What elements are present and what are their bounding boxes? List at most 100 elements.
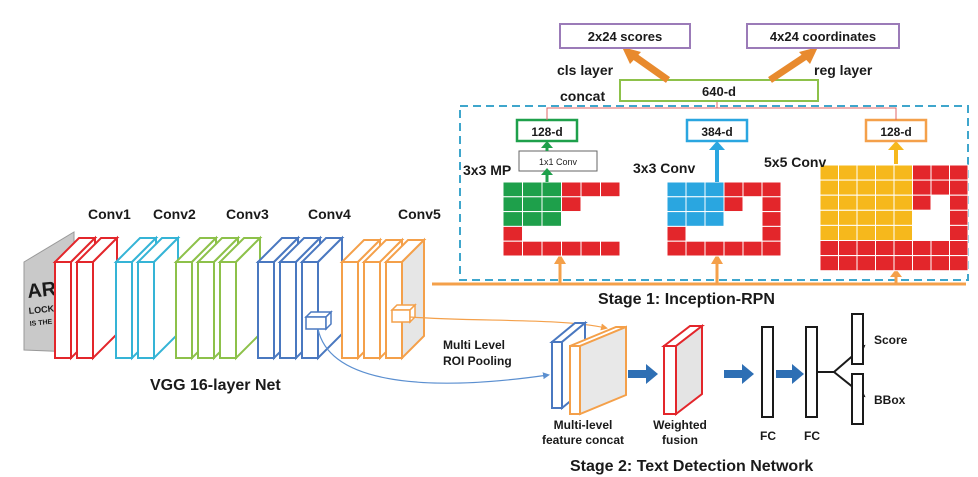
- grid-cell: [541, 211, 562, 227]
- grid-cell: [838, 179, 858, 196]
- score-layer: [851, 313, 864, 365]
- grid-cell: [949, 209, 969, 226]
- concat-label: concat: [560, 88, 605, 104]
- conv2-slab-b: [135, 235, 181, 361]
- grid-cell: [600, 196, 621, 213]
- scores-label: 2x24 scores: [588, 29, 662, 44]
- grid-cell: [856, 209, 876, 226]
- grid-cell: [742, 211, 763, 227]
- vgg-caption: VGG 16-layer Net: [150, 377, 281, 394]
- grid-cell: [561, 211, 582, 227]
- grid-cell: [838, 240, 858, 257]
- grid-cell: [819, 255, 839, 272]
- grid-cell: [893, 240, 913, 257]
- reg-layer-label: reg layer: [814, 62, 873, 78]
- conv2-label: Conv2: [153, 206, 196, 222]
- conv1x1-box: [518, 150, 598, 172]
- grid-cell: [742, 240, 763, 257]
- grid-cell: [912, 240, 932, 257]
- conv3-output-label: 384-d: [701, 125, 732, 139]
- grid-cell: [561, 196, 582, 213]
- grid-cell: [723, 225, 744, 242]
- grid-cell: [704, 225, 725, 242]
- stage1-title: Stage 1: Inception-RPN: [598, 291, 775, 308]
- grid-cell: [856, 224, 876, 241]
- pooling-label-1: Multi Level: [443, 338, 505, 352]
- maxpool-grid: [502, 181, 621, 257]
- roi-box-conv4: [304, 310, 333, 331]
- fc1-layer: [761, 326, 774, 418]
- grid-cell: [761, 225, 782, 242]
- grid-cell: [761, 181, 782, 198]
- grid-cell: [685, 196, 706, 213]
- conv3-slab-c: [217, 235, 263, 361]
- conv5x5-grid: [819, 164, 969, 272]
- arrow-to-fc2: [776, 364, 804, 384]
- grid-cell: [912, 255, 932, 272]
- grid-cell: [949, 240, 969, 257]
- grid-cell: [561, 225, 582, 242]
- cls-arrow: [622, 47, 671, 83]
- grid-cell: [912, 179, 932, 196]
- roi-box-conv5: [390, 303, 417, 324]
- weighted-fusion-block: [661, 323, 705, 417]
- grid-cell: [930, 255, 950, 272]
- fc2-layer: [805, 326, 818, 418]
- grid-cell: [893, 194, 913, 211]
- grid-cell: [580, 211, 601, 227]
- grid-cell: [912, 224, 932, 241]
- grid-cell: [723, 240, 744, 257]
- grid-cell: [838, 164, 858, 181]
- grid-cell: [685, 181, 706, 198]
- concat-box: [619, 79, 819, 102]
- grid-cell: [522, 240, 543, 257]
- grid-cell: [742, 225, 763, 242]
- grid-cell: [949, 164, 969, 181]
- grid-cell: [666, 225, 687, 242]
- grid-cell: [723, 196, 744, 213]
- branch-label-conv5: 5x5 Conv: [764, 154, 826, 170]
- grid-cell: [819, 240, 839, 257]
- fc2-label: FC: [804, 429, 820, 443]
- grid-cell: [930, 209, 950, 226]
- fusion-label-1: Weighted: [653, 418, 707, 432]
- grid-cell: [561, 240, 582, 257]
- grid-cell: [666, 181, 687, 198]
- conv5-to-128-arrowhead: [888, 141, 904, 150]
- grid-cell: [580, 225, 601, 242]
- grid-cell: [600, 240, 621, 257]
- concat-label-1: Multi-level: [554, 418, 613, 432]
- grid-cell: [856, 240, 876, 257]
- conv1-label: Conv1: [88, 206, 131, 222]
- bbox-label: BBox: [874, 393, 906, 407]
- coords-box: [746, 23, 900, 49]
- grid-cell: [502, 240, 523, 257]
- cls-layer-label: cls layer: [557, 62, 614, 78]
- arrow-to-fusion: [628, 364, 658, 384]
- grid-cell: [930, 224, 950, 241]
- grid-cell: [580, 196, 601, 213]
- grid-cell: [666, 196, 687, 213]
- grid-cell: [893, 164, 913, 181]
- fc1-label: FC: [760, 429, 776, 443]
- branch-label-conv3: 3x3 Conv: [633, 160, 695, 176]
- grid-cell: [819, 194, 839, 211]
- grid-cell: [541, 196, 562, 213]
- grid-cell: [600, 181, 621, 198]
- conv3-output-box: [685, 118, 749, 143]
- grid-cell: [949, 179, 969, 196]
- grid-cell: [930, 179, 950, 196]
- stage2-title: Stage 2: Text Detection Network: [570, 458, 813, 475]
- arrow-to-fc1: [724, 364, 754, 384]
- input-text-1: AR: [26, 278, 58, 303]
- feed-arrowhead-2: [711, 254, 723, 264]
- grid-cell: [666, 240, 687, 257]
- grid-cell: [522, 211, 543, 227]
- grid-cell: [912, 194, 932, 211]
- grid-cell: [723, 211, 744, 227]
- feature-concat-block: [549, 320, 627, 416]
- grid-cell: [875, 164, 895, 181]
- grid-cell: [856, 164, 876, 181]
- feed-arrowhead-1: [554, 254, 566, 264]
